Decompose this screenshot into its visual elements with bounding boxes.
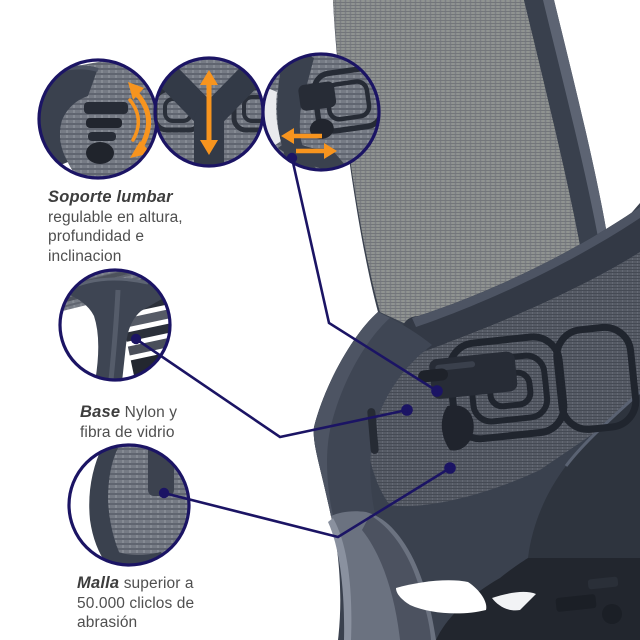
- callout-depth-content: [263, 54, 379, 170]
- callout-mesh-content: [89, 445, 189, 565]
- leader-dot: [444, 462, 456, 474]
- leader-dot: [130, 333, 142, 345]
- callout-outline: [67, 443, 191, 567]
- under-seat-mechanism: [436, 558, 640, 640]
- support-bar-highlight: [412, 207, 640, 327]
- leader-dot: [431, 385, 443, 397]
- spine-leg-shade: [362, 515, 431, 640]
- leader-dot: [158, 487, 170, 499]
- callout-circle-tilt: [37, 58, 159, 180]
- mechanism-knob: [602, 604, 622, 624]
- mesh-feature-title: Malla: [77, 574, 120, 592]
- base-feature-rest: Nylon y: [124, 404, 178, 421]
- callout-circle-mesh: [67, 443, 191, 567]
- leader-line-mesh: [158, 462, 456, 539]
- under-seat-white-gap: [396, 580, 487, 614]
- spine-leg-highlight: [328, 518, 352, 640]
- frame-groove: [367, 408, 379, 454]
- callout-height-content: [155, 58, 263, 166]
- base-feature-label: Base Nylon y fibra de vidrio: [80, 403, 240, 442]
- callout-circle-base: [58, 268, 172, 382]
- callout-outline: [261, 52, 381, 172]
- leader-dot: [401, 404, 413, 416]
- mechanism-detail: [587, 576, 619, 590]
- leader-dot: [286, 152, 298, 164]
- callout-circle-depth: [261, 52, 381, 172]
- leader-lines: [130, 152, 456, 539]
- base-feature-title: Base: [80, 403, 121, 421]
- chair-photo: [313, 0, 640, 640]
- lumbar-mechanism: [418, 323, 640, 451]
- lumbar-feature-description: regulable en altura, profundidad e incli…: [48, 208, 183, 265]
- lumbar-feature-label: Soporte lumbar regulable en altura, prof…: [48, 188, 223, 266]
- leader-line-base: [130, 333, 413, 439]
- base-feature-line1: Base Nylon y: [80, 403, 240, 423]
- callout-circle-height: [153, 56, 265, 168]
- depth-arrow-icon: [281, 128, 337, 159]
- mesh-feature-label: Malla superior a 50.000 cliclos de abras…: [77, 574, 247, 633]
- lumbar-feature-title: Soporte lumbar: [48, 188, 173, 206]
- height-arrow-icon: [200, 70, 218, 155]
- seat-cushion: [528, 392, 640, 558]
- mesh-feature-description: 50.000 cliclos de abrasión: [77, 594, 195, 632]
- backrest-right-frame-highlight: [543, 0, 616, 438]
- mechanism-detail: [555, 594, 597, 612]
- callout-tilt-content: [39, 60, 157, 178]
- mesh-feature-line1: Malla superior a: [77, 574, 247, 594]
- base-feature-description: fibra de vidrio: [80, 423, 175, 441]
- callout-outline: [58, 268, 172, 382]
- under-seat-white-sliver: [492, 591, 536, 611]
- leader-line-lumbar: [286, 152, 443, 397]
- lower-back-frame-highlight: [313, 312, 390, 520]
- mesh-feature-rest: superior a: [123, 575, 194, 592]
